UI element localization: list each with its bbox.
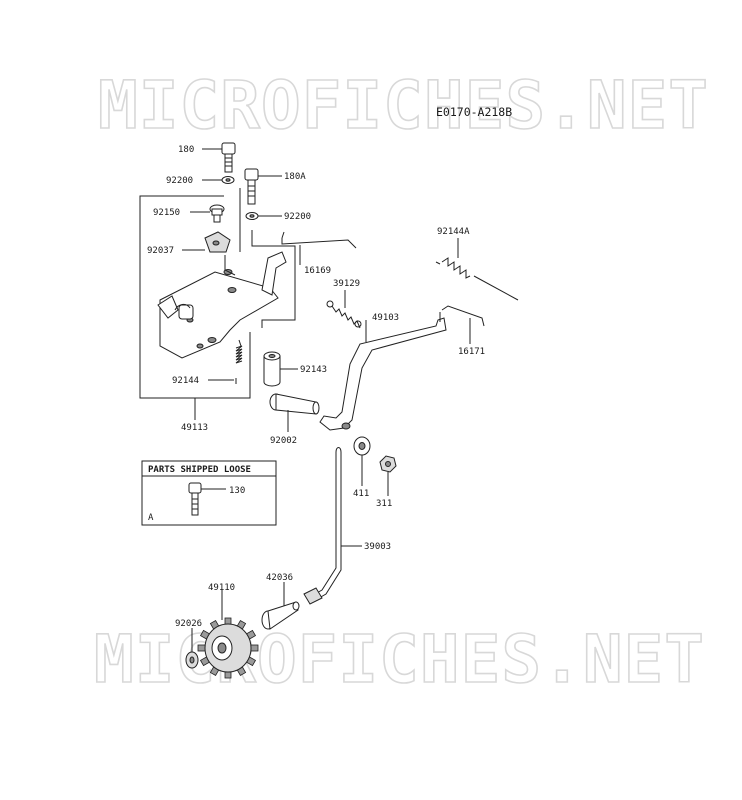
- rod-39003-drawing: [303, 447, 362, 605]
- washer-411-drawing: [353, 436, 371, 486]
- clip-92037-drawing: [182, 231, 231, 253]
- link-16171-drawing: [441, 305, 485, 344]
- diagram-code: E0170-A218B: [436, 105, 512, 119]
- pin-42036-drawing: [261, 582, 300, 630]
- label-92143: 92143: [300, 365, 327, 375]
- bolt-92002-drawing: [269, 393, 320, 432]
- label-180: 180: [178, 145, 194, 155]
- label-92026: 92026: [175, 619, 202, 629]
- bolt-180A-drawing: [244, 168, 282, 205]
- washer-92200-top-drawing: [202, 176, 235, 184]
- label-92144: 92144: [172, 376, 199, 386]
- nut-311-drawing: [379, 455, 397, 496]
- label-49110: 49110: [208, 583, 235, 593]
- loose-box-corner-mark: A: [148, 513, 154, 523]
- lever-49103-drawing: [319, 312, 447, 431]
- watermark-top: MICROFICHES.NET: [98, 67, 709, 144]
- spring-92144A-drawing: [435, 238, 519, 301]
- gear-49110-drawing: [197, 590, 259, 679]
- label-92200-top: 92200: [166, 176, 193, 186]
- link-16169-drawing: [281, 231, 357, 265]
- label-39003: 39003: [364, 542, 391, 552]
- spring-92144-drawing: [208, 339, 243, 384]
- control-plate-drawing: [157, 251, 287, 359]
- label-92200-side: 92200: [284, 212, 311, 222]
- label-49103: 49103: [372, 313, 399, 323]
- label-49113: 49113: [181, 423, 208, 433]
- label-92002: 92002: [270, 436, 297, 446]
- label-16171: 16171: [458, 347, 485, 357]
- label-92144A: 92144A: [437, 227, 470, 237]
- parts-shipped-loose-box: [141, 460, 277, 526]
- label-92037: 92037: [147, 246, 174, 256]
- label-411: 411: [353, 489, 369, 499]
- label-92150: 92150: [153, 208, 180, 218]
- label-130: 130: [229, 486, 245, 496]
- washer-92200-side-drawing: [245, 212, 282, 220]
- label-16169: 16169: [304, 266, 331, 276]
- spring-39129-drawing: [326, 290, 362, 329]
- assembly-49113-frame: [139, 188, 296, 420]
- washer-92026-drawing: [185, 628, 199, 669]
- label-311: 311: [376, 499, 392, 509]
- collar-92143-drawing: [263, 351, 298, 387]
- label-42036: 42036: [266, 573, 293, 583]
- bolt-180-drawing: [202, 142, 236, 173]
- screw-92150-drawing: [190, 204, 225, 223]
- label-180A: 180A: [284, 172, 306, 182]
- label-39129: 39129: [333, 279, 360, 289]
- loose-box-title: PARTS SHIPPED LOOSE: [148, 465, 251, 475]
